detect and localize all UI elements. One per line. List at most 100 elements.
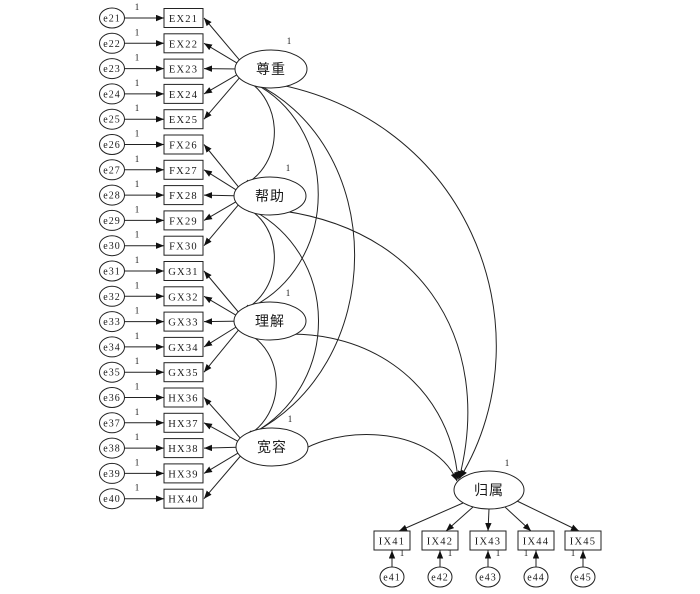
error-path-weight: 1 — [135, 407, 140, 417]
covariance-arrow — [257, 332, 461, 481]
observed-indicator-label: HX38 — [168, 444, 198, 455]
latent-factor-label: 理解 — [255, 314, 285, 330]
error-term-label: e38 — [103, 444, 120, 455]
factor-loading-arrow — [398, 502, 464, 532]
latent-factor-ellipse — [234, 49, 308, 89]
observed-indicator-box — [163, 438, 204, 459]
observed-indicator-label: FX28 — [169, 191, 198, 202]
latent-factor-ellipse — [233, 301, 307, 341]
factor-loading-arrow — [203, 198, 241, 221]
factor-loading-arrow — [445, 506, 474, 532]
observed-indicator-box — [469, 530, 507, 551]
covariance-arrow — [241, 205, 275, 312]
factor-loading-arrow — [203, 169, 241, 193]
observed-indicator-label: GX35 — [168, 368, 198, 379]
factor-loading-arrow — [203, 42, 242, 66]
observed-indicator-box — [163, 83, 204, 104]
observed-indicator-box — [163, 387, 204, 408]
covariance-arrow — [249, 205, 469, 480]
observed-indicator-label: IX42 — [427, 537, 453, 548]
error-term-label: e40 — [103, 494, 120, 505]
observed-indicator-box — [163, 286, 204, 307]
error-term-label: e45 — [574, 573, 591, 584]
outcome-factor-label: 归属 — [474, 482, 504, 499]
observed-indicator-box — [517, 530, 555, 551]
error-term-label: e26 — [103, 140, 120, 151]
error-path-weight: 1 — [135, 280, 140, 290]
observed-indicator-box — [163, 134, 204, 155]
error-path-weight: 1 — [135, 457, 140, 467]
observed-indicator-box — [163, 58, 204, 79]
error-term-label: e35 — [103, 368, 120, 379]
outcome-factor-block: IX41e411IX42e421IX43e431IX44e441IX45e451… — [373, 458, 602, 588]
error-path-weight: 1 — [135, 27, 140, 37]
factor-loading-arrow — [516, 500, 580, 532]
error-path-weight: 1 — [571, 548, 576, 558]
error-path-weight: 1 — [135, 331, 140, 341]
observed-indicator-box — [163, 235, 204, 256]
error-path-weight: 1 — [496, 548, 501, 558]
error-path-weight: 1 — [135, 306, 140, 316]
factor-loading-arrow — [203, 397, 243, 441]
error-term-label: e23 — [103, 64, 120, 75]
factor-variance-label: 1 — [287, 36, 292, 46]
latent-factor-label: 尊重 — [256, 61, 286, 78]
covariance-arrow — [287, 434, 458, 482]
error-term-label: e22 — [103, 39, 120, 50]
error-term-label: e42 — [431, 573, 448, 584]
observed-indicator-box — [163, 159, 204, 180]
latent-factor-ellipse — [235, 427, 309, 467]
covariance-layer — [241, 77, 497, 482]
error-term-label: e32 — [103, 292, 120, 303]
observed-indicator-box — [163, 488, 204, 509]
error-term-label: e41 — [383, 573, 400, 584]
error-term-label: e27 — [103, 165, 120, 176]
latent-factor-block: e261FX26e271FX27e281FX28e291FX29e301FX30… — [99, 129, 307, 257]
error-term-label: e25 — [103, 115, 120, 126]
error-term-label: e37 — [103, 418, 120, 429]
observed-indicator-box — [163, 412, 204, 433]
error-term-label: e30 — [103, 241, 120, 252]
observed-indicator-label: FX29 — [169, 216, 198, 227]
latent-factor-ellipse — [233, 176, 307, 216]
observed-indicator-label: FX27 — [169, 166, 198, 177]
observed-indicator-box — [564, 530, 602, 551]
factor-loading-arrow — [203, 324, 241, 348]
observed-indicator-box — [163, 362, 204, 383]
covariance-arrow — [249, 77, 497, 479]
observed-indicator-label: EX21 — [169, 14, 198, 25]
observed-indicator-label: FX26 — [169, 141, 198, 152]
error-path-weight: 1 — [135, 356, 140, 366]
error-term-label: e28 — [103, 191, 120, 202]
factor-loading-arrow — [203, 453, 243, 500]
covariance-arrow — [244, 78, 356, 438]
observed-indicator-label: IX43 — [475, 537, 501, 548]
error-term-label: e24 — [103, 89, 120, 100]
error-term-label: e36 — [103, 393, 120, 404]
error-term-label: e44 — [527, 573, 544, 584]
factor-loading-arrow — [203, 75, 242, 120]
error-path-weight: 1 — [135, 2, 140, 12]
observed-indicator-label: GX34 — [168, 343, 198, 354]
error-term-label: e39 — [103, 469, 120, 480]
error-term-label: e29 — [103, 216, 120, 227]
factor-variance-label: 1 — [286, 163, 291, 173]
factor-loading-arrow — [203, 422, 243, 445]
factor-variance-label: 1 — [286, 288, 291, 298]
latent-factor-label: 宽容 — [257, 439, 287, 456]
